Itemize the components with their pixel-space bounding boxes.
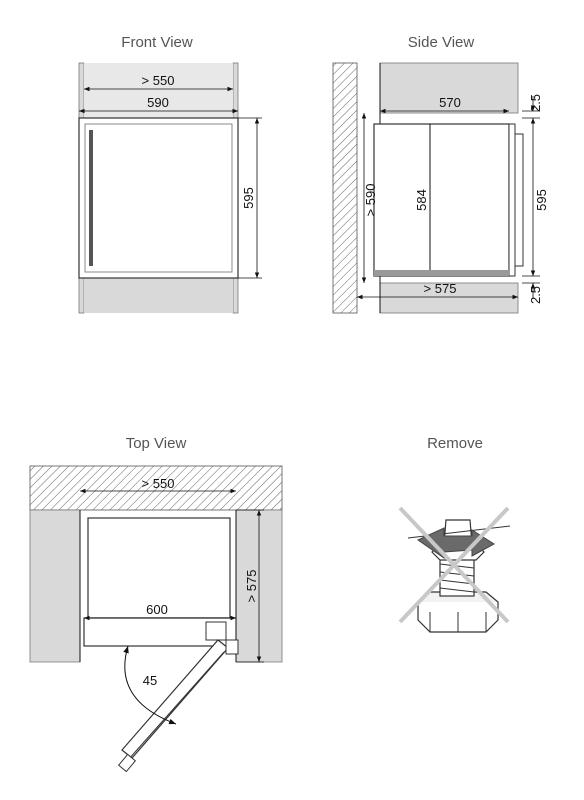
front-view: Front View > 550 590 595	[78, 34, 262, 314]
front-dim-niche-label: > 550	[142, 73, 175, 88]
side-dim-niche-depth-label: > 575	[424, 281, 457, 296]
side-dim-gap-top-label: 2.5	[528, 94, 543, 112]
front-dim-height-label: 595	[241, 187, 256, 209]
top-view: Top View > 550 600 > 575 45	[29, 435, 283, 773]
side-dim-gap-bottom-label: 2.5	[528, 286, 543, 304]
top-open-door	[117, 639, 239, 773]
side-view: Side View 570 2.5 > 590 584 595 > 575	[332, 34, 549, 314]
side-niche-top	[379, 62, 519, 114]
side-door-handle	[514, 133, 524, 267]
side-dim-total-label: 595	[534, 189, 549, 211]
side-view-title: Side View	[408, 34, 475, 51]
side-dim-niche-label: > 590	[363, 184, 378, 217]
side-back-wall	[332, 62, 358, 314]
top-angle-arc	[123, 645, 177, 725]
front-dim-width-label: 590	[147, 95, 169, 110]
top-dim-depth-label: > 575	[244, 570, 259, 603]
top-dim-width-label: 600	[146, 602, 168, 617]
side-door	[508, 123, 516, 277]
top-view-title: Top View	[126, 435, 187, 452]
side-dim-depth-label: 570	[439, 95, 461, 110]
top-angle-label: 45	[143, 673, 157, 688]
front-view-title: Front View	[121, 34, 193, 51]
top-back-wall	[29, 465, 283, 511]
top-dim-niche-label: > 550	[142, 476, 175, 491]
side-appliance-base	[374, 270, 509, 276]
remove-view: Remove	[398, 435, 511, 633]
front-door-handle	[89, 130, 93, 266]
cross-out-icon	[398, 506, 510, 624]
front-appliance-door	[84, 123, 233, 273]
side-dim-body-label: 584	[414, 189, 429, 211]
top-appliance-body	[87, 517, 231, 619]
top-cabinet-left	[29, 509, 81, 663]
side-appliance-body	[373, 123, 510, 277]
front-niche-plinth	[84, 278, 233, 313]
top-hinge	[205, 621, 227, 641]
remove-view-title: Remove	[427, 435, 483, 452]
